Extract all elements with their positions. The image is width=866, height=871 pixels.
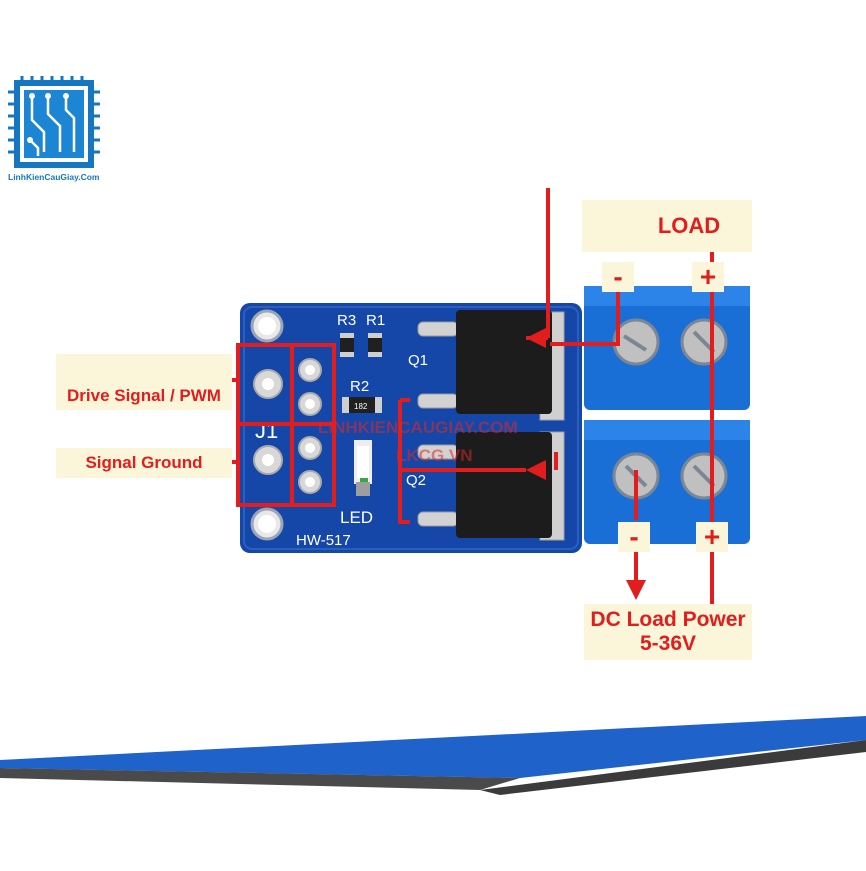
screw-terminal-power (584, 420, 750, 544)
dc-power-label-line2: 5-36V (639, 632, 697, 655)
j1-header-pads (253, 358, 322, 494)
logo-chip-icon (8, 76, 100, 168)
power-plus-sign: + (696, 521, 728, 552)
load-plus-sign: + (692, 261, 724, 292)
led-component (354, 440, 372, 496)
silkscreen-q2: Q2 (406, 472, 426, 489)
logo-text: LinhKienCauGiay.Com (8, 172, 100, 182)
arrow-q1-icon (526, 328, 546, 348)
silkscreen-q1: Q1 (408, 352, 428, 369)
resistor-r1 (368, 333, 382, 357)
signal-ground-box: Signal Ground (56, 448, 232, 478)
silkscreen-r1: R1 (366, 312, 385, 329)
load-minus-line (550, 280, 620, 346)
resistor-code: 182 (354, 402, 368, 411)
drive-signal-box: Drive Signal / PWM (56, 354, 232, 410)
silkscreen-led: LED (340, 508, 373, 527)
dc-power-label-line1: DC Load Power (590, 608, 746, 631)
load-minus-sign: - (602, 261, 634, 292)
arrow-q2-icon (526, 460, 546, 480)
mosfet-q2 (417, 431, 565, 541)
silkscreen-r3: R3 (337, 312, 356, 329)
signal-ground-label: Signal Ground (85, 453, 203, 472)
dc-power-box: DC Load Power 5-36V (584, 604, 752, 660)
drive-signal-label: Drive Signal / PWM (67, 386, 221, 405)
arrow-power-minus-icon (626, 580, 646, 600)
resistor-r2 (342, 397, 382, 413)
resistor-r3 (340, 333, 354, 357)
watermark-line2: LKCG.VN (396, 446, 473, 465)
silkscreen-j1: J1 (255, 418, 278, 443)
watermark-line1: LINHKIENCAUGIAY.COM (318, 418, 518, 437)
power-minus-sign: - (618, 521, 650, 552)
silkscreen-model: HW-517 (296, 532, 351, 549)
bottom-swoosh (0, 716, 866, 795)
screw-terminal-load (584, 286, 750, 410)
silkscreen-r2: R2 (350, 378, 369, 395)
load-label-box: LOAD (582, 200, 752, 252)
pcb-board: R3 R1 R2 Q1 Q2 J1 LED HW-517 182 (240, 303, 582, 553)
load-label: LOAD (657, 213, 721, 238)
